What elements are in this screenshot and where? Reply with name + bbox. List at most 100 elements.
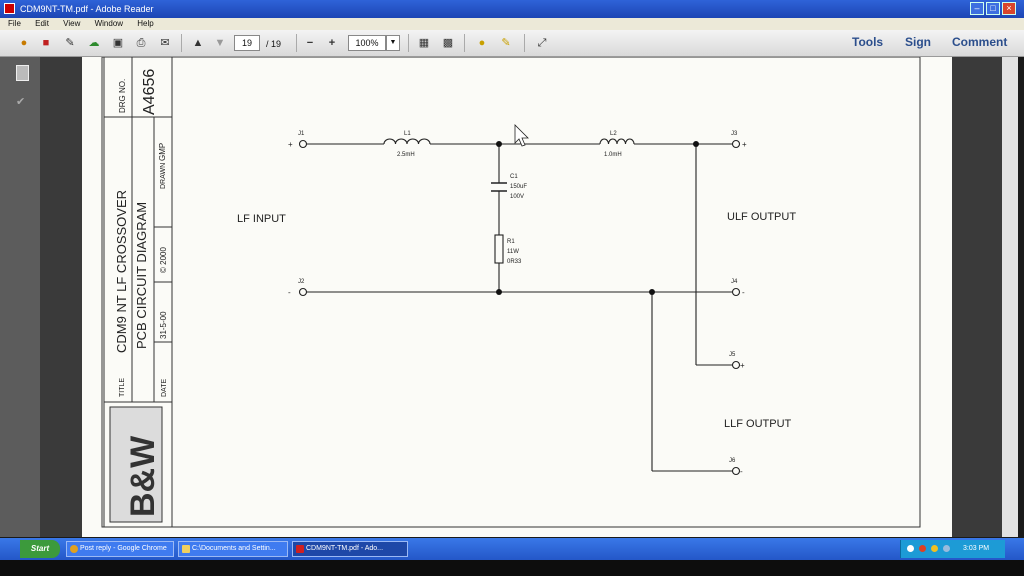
sign-pane-button[interactable]: Sign [905, 35, 931, 49]
comment-bubble-icon[interactable]: ● [478, 37, 486, 49]
menu-window[interactable]: Window [94, 19, 124, 28]
taskbar-item-adobe-reader[interactable]: CDM9NT-TM.pdf - Ado... [292, 541, 408, 557]
network-icon[interactable] [907, 545, 914, 552]
j2-label: J2 [298, 279, 305, 285]
vertical-scrollbar[interactable] [1002, 57, 1018, 537]
zoom-dropdown-chevron-down-icon[interactable]: ▼ [386, 35, 400, 51]
drawing-title-line1: CDM9 NT LF CROSSOVER [114, 190, 129, 353]
zoom-out-icon[interactable]: − [306, 37, 314, 49]
terminal-j5 [731, 360, 741, 370]
maximize-button[interactable]: □ [986, 2, 1000, 15]
ulf-output-label: ULF OUTPUT [727, 211, 796, 223]
email-icon[interactable]: ✉ [160, 37, 170, 49]
bw-logo: B&W [124, 435, 162, 517]
pdf-icon [296, 545, 304, 553]
drawing-frame [101, 56, 921, 528]
create-pdf-icon[interactable]: ■ [42, 37, 50, 49]
toolbar-divider [464, 34, 465, 52]
previous-page-icon[interactable]: ▲ [192, 37, 204, 49]
terminal-j3 [731, 139, 741, 149]
monitor-bezel [0, 560, 1024, 576]
menu-view[interactable]: View [63, 19, 81, 28]
taskbar: Start Post reply - Google Chrome C:\Docu… [0, 538, 1024, 560]
c1-voltage: 100V [510, 194, 524, 200]
terminal-j2 [298, 287, 308, 297]
lf-input-label: LF INPUT [237, 213, 286, 225]
drawing-title-line2: PCB CIRCUIT DIAGRAM [134, 202, 149, 349]
zoom-in-icon[interactable]: + [328, 37, 336, 49]
toolbar-divider [524, 34, 525, 52]
capacitor-c1 [491, 182, 507, 192]
toolbar-divider [181, 34, 182, 52]
toolbar-divider [296, 34, 297, 52]
attachments-paperclip-icon[interactable]: ✔ [16, 96, 26, 108]
date-label: DATE [161, 379, 168, 397]
drg-no-label: DRG NO. [118, 79, 127, 113]
page-thumbnails-icon[interactable] [16, 65, 29, 81]
l1-reference: L1 [404, 131, 411, 137]
update-icon[interactable] [931, 545, 938, 552]
taskbar-item-chrome[interactable]: Post reply - Google Chrome [66, 541, 174, 557]
zoom-level-input[interactable]: 100% [348, 35, 386, 51]
j3-polarity: + [742, 140, 747, 149]
drawn-label: DRAWN [160, 163, 167, 189]
inductor-l1 [383, 138, 431, 145]
comment-pane-button[interactable]: Comment [952, 35, 1008, 49]
tools-pane-button[interactable]: Tools [852, 35, 884, 49]
llf-output-label: LLF OUTPUT [724, 418, 792, 430]
j5-polarity: + [740, 361, 745, 370]
next-page-icon[interactable]: ▼ [214, 37, 226, 49]
l2-reference: L2 [610, 131, 617, 137]
volume-icon[interactable] [943, 545, 950, 552]
terminal-j6 [731, 466, 741, 476]
taskbar-item-label: C:\Documents and Settin... [192, 545, 276, 552]
cloud-upload-icon[interactable]: ☁ [88, 37, 100, 49]
taskbar-item-explorer[interactable]: C:\Documents and Settin... [178, 541, 288, 557]
j6-label: J6 [729, 458, 736, 464]
r1-resistance: 0R33 [507, 259, 522, 265]
title-bar: CDM9NT-TM.pdf - Adobe Reader – □ × [0, 0, 1024, 18]
save-icon[interactable]: ▣ [112, 37, 124, 49]
circuit-diagram: DRG NO. A4656 TITLE CDM9 NT LF CROSSOVER… [101, 56, 921, 528]
drawing-number: A4656 [141, 69, 158, 115]
chrome-icon [70, 545, 78, 553]
clock: 3:03 PM [963, 545, 990, 552]
menu-file[interactable]: File [8, 19, 21, 28]
inductor-l2 [599, 138, 635, 145]
page-total-label: / 19 [266, 39, 282, 49]
taskbar-item-label: CDM9NT-TM.pdf - Ado... [306, 545, 384, 552]
terminal-j1 [298, 139, 308, 149]
window-title: CDM9NT-TM.pdf - Adobe Reader [20, 4, 154, 14]
toolbar: ● ■ ✎ ☁ ▣ ⎙ ✉ ▲ ▼ 19 / 19 − + 100% ▼ ▦ ▩… [0, 30, 1024, 57]
print-icon[interactable]: ⎙ [136, 37, 146, 49]
l1-value: 2.5mH [397, 152, 415, 158]
menu-help[interactable]: Help [137, 19, 154, 28]
l2-value: 1.0mH [604, 152, 622, 158]
expand-icon[interactable]: ⤢ [537, 37, 547, 49]
j1-polarity: + [288, 140, 293, 149]
title-block [103, 56, 173, 528]
mouse-pointer-icon [514, 124, 529, 147]
highlight-icon[interactable]: ✎ [501, 37, 511, 49]
fit-width-icon[interactable]: ▩ [442, 37, 454, 49]
junction-dots [496, 141, 699, 295]
system-tray: 3:03 PM [900, 540, 1005, 558]
security-shield-icon[interactable] [919, 545, 926, 552]
copyright-year: © 2000 [159, 247, 168, 273]
j4-label: J4 [731, 279, 738, 285]
j2-polarity: - [288, 288, 291, 297]
title-label: TITLE [119, 378, 126, 397]
page-number-input[interactable]: 19 [234, 35, 260, 51]
open-icon[interactable]: ● [20, 37, 28, 49]
fit-page-icon[interactable]: ▦ [418, 37, 430, 49]
start-button[interactable]: Start [20, 540, 60, 558]
close-button[interactable]: × [1002, 2, 1016, 15]
minimize-button[interactable]: – [970, 2, 984, 15]
circuit-wires [305, 143, 732, 472]
edit-icon[interactable]: ✎ [65, 37, 75, 49]
j3-label: J3 [731, 131, 738, 137]
menu-edit[interactable]: Edit [35, 19, 49, 28]
resistor-r1 [494, 234, 504, 264]
menu-bar: File Edit View Window Help [0, 18, 1024, 30]
left-navigation-pane: ✔ [0, 57, 40, 537]
